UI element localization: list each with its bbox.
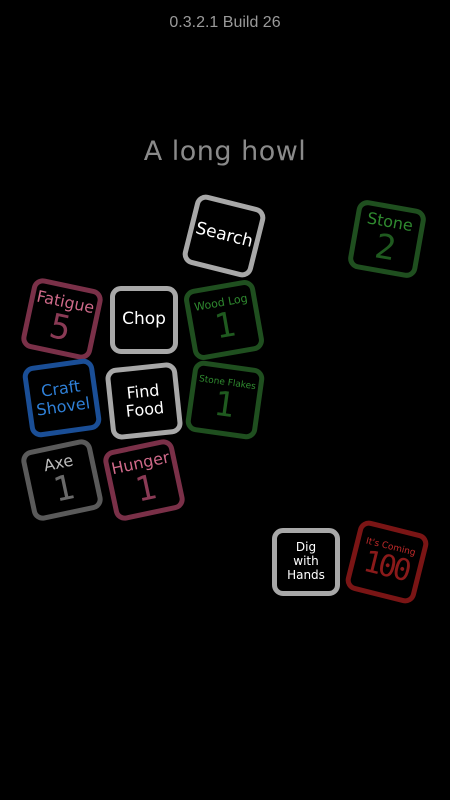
stone-count: 2	[371, 226, 399, 270]
wood-log-count: 1	[211, 304, 239, 348]
fatigue-card[interactable]: Fatigue 5	[19, 276, 105, 362]
find-food-card-label: Find Food	[124, 380, 165, 421]
axe-count: 1	[49, 467, 79, 511]
hunger-card[interactable]: Hunger 1	[101, 437, 187, 523]
its-coming-count: 100	[359, 544, 413, 589]
axe-card[interactable]: Axe 1	[19, 437, 105, 523]
dig-with-hands-card[interactable]: Dig with Hands	[272, 528, 340, 596]
search-card-label: Search	[193, 218, 255, 253]
craft-shovel-card[interactable]: Craft Shovel	[21, 357, 103, 439]
stone-card[interactable]: Stone 2	[346, 198, 428, 280]
wood-log-card[interactable]: Wood Log 1	[182, 278, 266, 362]
version-label: 0.3.2.1 Build 26	[169, 14, 281, 31]
craft-shovel-card-label: Craft Shovel	[35, 376, 92, 420]
find-food-card[interactable]: Find Food	[104, 361, 184, 441]
dig-with-hands-card-label: Dig with Hands	[287, 540, 325, 582]
stone-flakes-card[interactable]: Stone Flakes 1	[184, 359, 266, 441]
chop-card[interactable]: Chop	[110, 286, 178, 354]
hunger-count: 1	[131, 467, 161, 511]
search-card[interactable]: Search	[180, 192, 268, 280]
stone-flakes-count: 1	[211, 383, 238, 427]
chop-card-label: Chop	[122, 309, 166, 330]
event-message: A long howl	[143, 136, 307, 167]
its-coming-card[interactable]: It's Coming 100	[343, 518, 431, 606]
fatigue-count: 5	[45, 306, 75, 350]
